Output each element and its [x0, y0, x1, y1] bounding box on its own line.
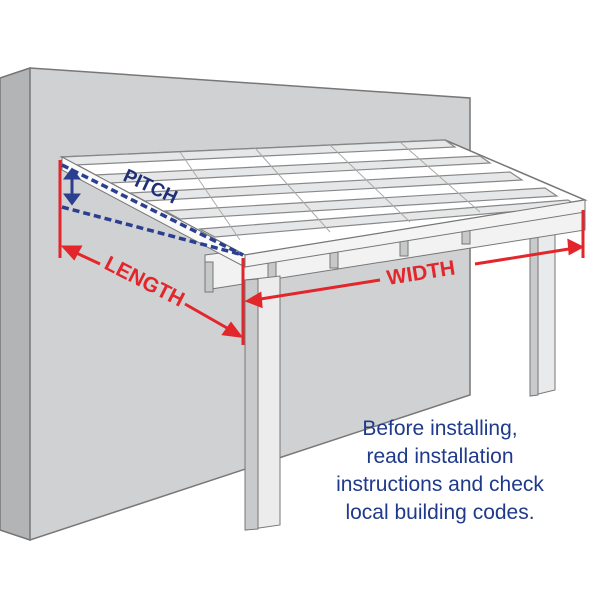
wall-side	[0, 66, 31, 542]
note-line: read installation	[366, 445, 514, 468]
width-arrow	[244, 238, 585, 309]
length-arrow	[60, 245, 244, 338]
installation-note: Before installing, read installation ins…	[300, 415, 580, 527]
note-line: local building codes.	[345, 501, 535, 524]
right-post	[529, 225, 556, 397]
note-line: instructions and check	[336, 473, 544, 496]
roof-purlins	[179, 141, 481, 241]
left-post	[244, 275, 281, 531]
pitch-indicator	[61, 163, 244, 257]
pitch-arrow-icon	[63, 167, 81, 206]
measure-lines	[58, 160, 585, 345]
note-line: Before installing,	[362, 417, 518, 440]
